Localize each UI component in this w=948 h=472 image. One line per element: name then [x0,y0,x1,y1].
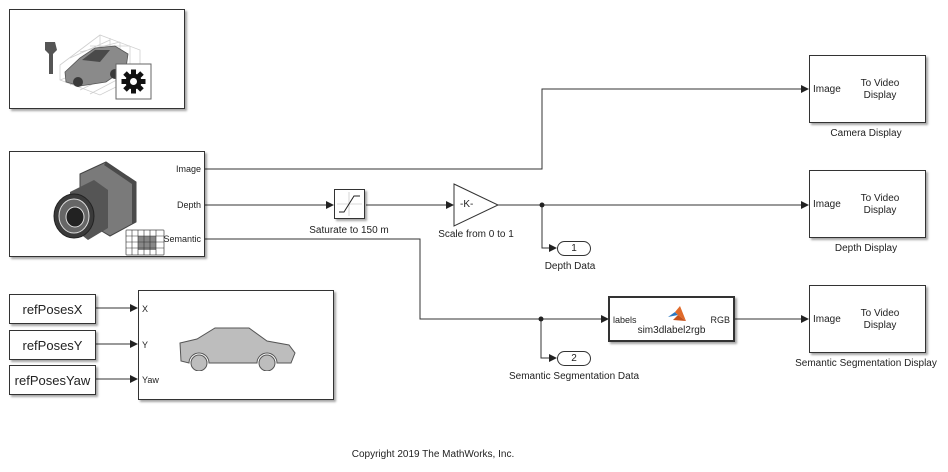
semantic-display-block[interactable]: Image To Video Display [809,285,926,353]
constant-refposesy[interactable]: refPosesY [9,330,96,360]
saturation-icon [337,192,362,216]
depth-display-port-image[interactable]: Image [813,199,841,210]
outport-depth-data[interactable]: 1 [557,241,591,256]
depth-display-label: Depth Display [834,243,898,254]
gain-block[interactable] [453,183,503,227]
depth-display-title: To Video Display [860,193,900,216]
constant-value: refPosesYaw [14,372,91,388]
outport-semantic-data[interactable]: 2 [557,351,591,366]
label2rgb-block[interactable]: labels RGB sim3dlabel2rgb [608,296,735,342]
camera-port-depth[interactable]: Depth [176,200,201,210]
label2rgb-function-name: sim3dlabel2rgb [637,325,706,336]
camera-icon [53,161,165,256]
depth-display-block[interactable]: Image To Video Display [809,170,926,238]
vehicle-block[interactable]: X Y Yaw [138,290,334,400]
vehicle-car-icon [179,327,296,371]
saturation-block[interactable] [334,189,365,219]
gear-icon [121,69,146,94]
vehicle-port-yaw[interactable]: Yaw [142,375,159,385]
label2rgb-port-labels[interactable]: labels [613,315,637,325]
constant-value: refPosesY [22,337,83,353]
outport-semantic-label: Semantic Segmentation Data [508,371,640,382]
camera-display-label: Camera Display [830,128,902,139]
wire-image-to-camera-display[interactable] [205,85,809,170]
scene-config-car-gear-icon [45,34,152,100]
camera-display-port-image[interactable]: Image [813,84,841,95]
wire-branch-to-depth-data[interactable] [541,205,557,252]
wire-semantic-to-label2rgb[interactable] [205,238,609,323]
vehicle-port-x[interactable]: X [142,304,149,314]
camera-display-block[interactable]: Image To Video Display [809,55,926,123]
camera-port-semantic[interactable]: Semantic [163,234,201,244]
gain-label: Scale from 0 to 1 [438,229,514,240]
constant-refposesyaw[interactable]: refPosesYaw [9,365,96,395]
camera-block[interactable]: Image Depth Semantic [9,151,205,257]
constant-refposesx[interactable]: refPosesX [9,294,96,324]
label2rgb-port-rgb[interactable]: RGB [710,315,730,325]
scene-config-block[interactable] [9,9,185,109]
outport-number: 1 [571,243,577,254]
vehicle-port-y[interactable]: Y [142,340,149,350]
camera-port-image[interactable]: Image [175,164,201,174]
semantic-display-label: Semantic Segmentation Display [795,358,937,369]
saturation-label: Saturate to 150 m [309,225,389,236]
semantic-display-title: To Video Display [860,308,900,331]
camera-display-title: To Video Display [860,78,900,101]
segmentation-grid-icon [125,229,165,256]
branch-point-depth [539,202,545,208]
constant-value: refPosesX [22,301,83,317]
copyright-text: Copyright 2019 The MathWorks, Inc. [351,449,515,460]
semantic-display-port-image[interactable]: Image [813,314,841,325]
matlab-logo-icon [668,306,686,321]
wire-branch-to-semantic-data[interactable] [540,319,557,362]
branch-point-semantic [538,316,544,322]
outport-depth-label: Depth Data [544,261,596,272]
outport-number: 2 [571,353,577,364]
gain-symbol: -K- [460,199,474,210]
